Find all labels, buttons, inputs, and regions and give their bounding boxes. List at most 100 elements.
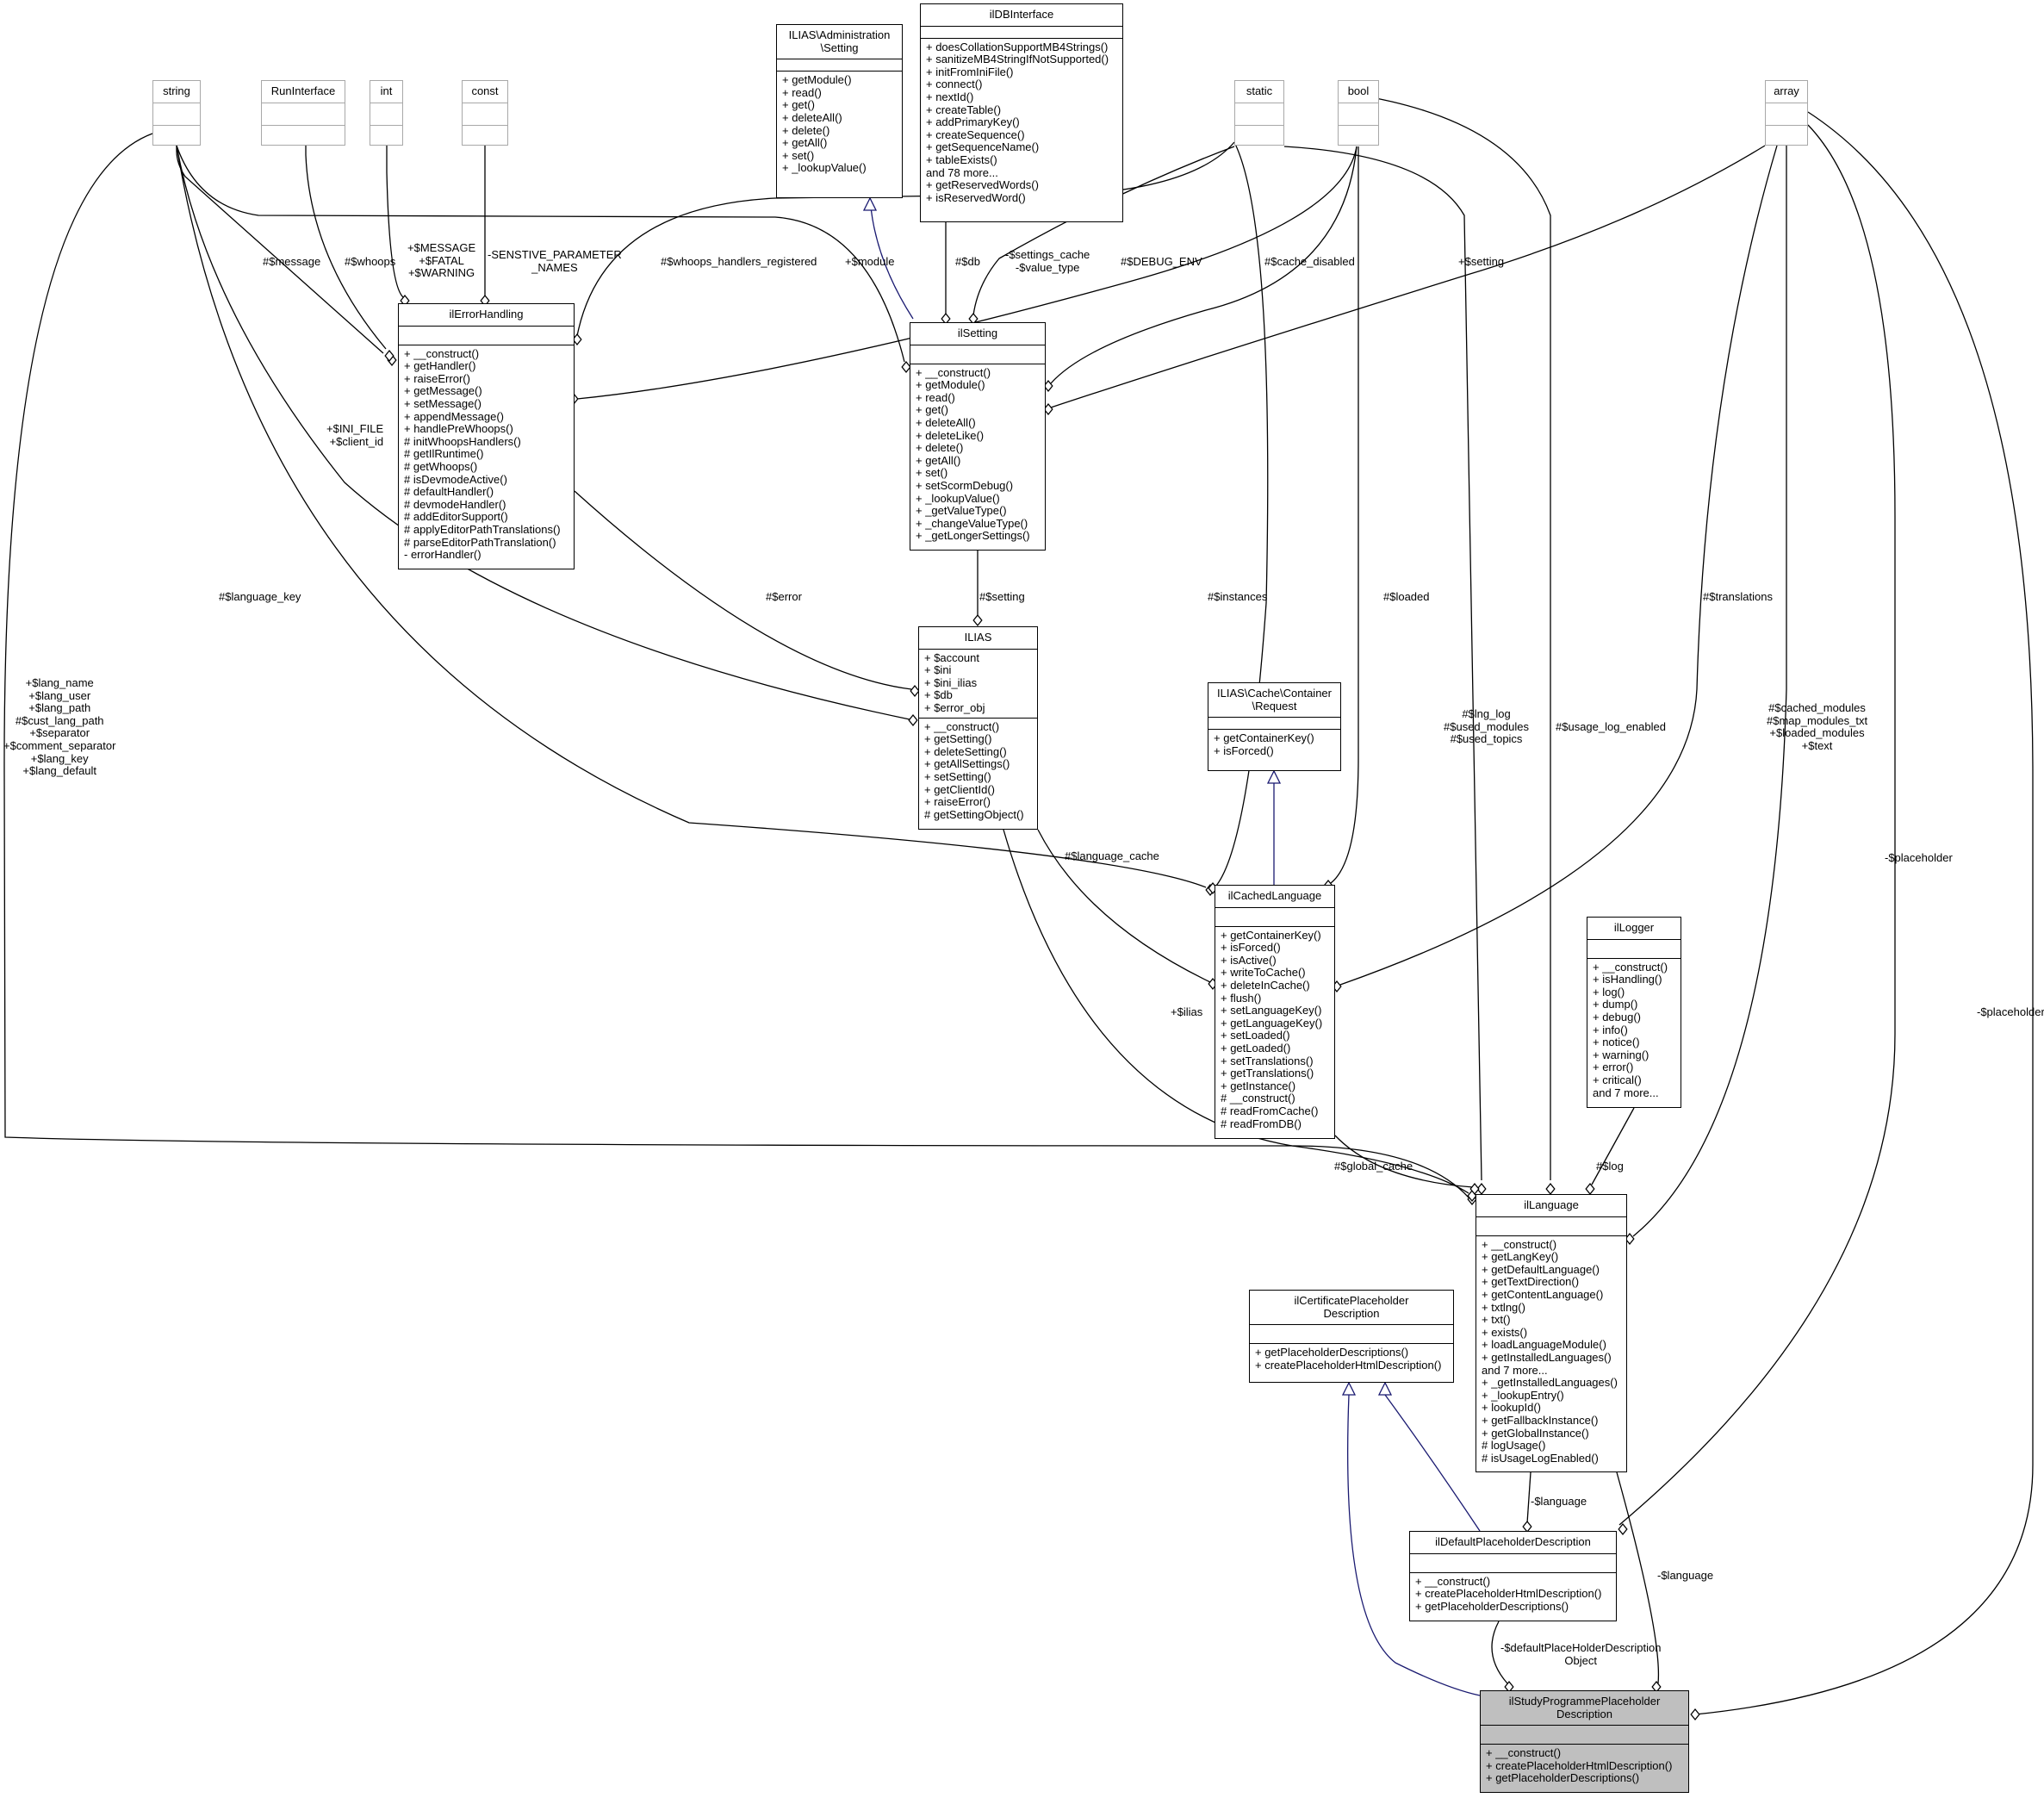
class-member: + getLangKey() [1482, 1250, 1559, 1264]
class-title: array [1774, 84, 1799, 97]
class-member: + getSetting() [924, 732, 992, 746]
class-ilstudyprogrammeplaceholderdescription[interactable]: ilStudyProgrammePlaceholder Description … [1480, 1690, 1689, 1793]
class-member: + getModule() [916, 378, 985, 392]
class-ilsetting[interactable]: ilSetting + __construct()+ getModule()+ … [910, 322, 1046, 551]
class-title: ILIAS [964, 631, 992, 644]
edge-static-errorhandling-whoops-registered [576, 141, 1235, 337]
class-methods [262, 124, 345, 147]
class-methods: + __construct()+ getLangKey()+ getDefaul… [1476, 1235, 1626, 1468]
class-member: + txt() [1482, 1313, 1511, 1327]
class-title: int [380, 84, 393, 97]
class-member: + $ini [924, 663, 952, 677]
class-ilias[interactable]: ILIAS + $account+ $ini+ $ini_ilias+ $db+… [918, 626, 1038, 830]
edge-label-message: #$message [263, 255, 321, 268]
class-member: + get() [916, 403, 948, 417]
class-member: # getIlRuntime() [404, 447, 484, 461]
class-member: + __construct() [924, 719, 1000, 733]
class-member: + _changeValueType() [916, 516, 1028, 530]
class-member: + getModule() [782, 73, 852, 87]
class-member: + createSequence() [926, 128, 1025, 141]
class-ildefaultplaceholderdescription[interactable]: ilDefaultPlaceholderDescription + __cons… [1409, 1531, 1617, 1621]
class-const[interactable]: const [462, 80, 508, 146]
class-member: + setMessage() [404, 396, 481, 410]
class-member: + isActive() [1221, 953, 1277, 967]
class-illogger[interactable]: ilLogger + __construct()+ isHandling()+ … [1587, 917, 1681, 1108]
class-ilias-cache-container-request[interactable]: ILIAS\Cache\Container \Request + getCont… [1208, 682, 1341, 771]
edge-inherit-certificate-defaultdesc-arrowhead [1377, 1381, 1393, 1396]
class-member: and 78 more... [926, 165, 998, 179]
edge-int-errorhandling-levels [386, 146, 404, 298]
class-member: + setSetting() [924, 769, 991, 783]
edge-static-ilsetting-settings-cache [972, 146, 1235, 316]
class-attributes [1235, 102, 1283, 125]
class-member: + __construct() [404, 346, 480, 360]
class-runinterface[interactable]: RunInterface [261, 80, 345, 146]
class-static[interactable]: static [1234, 80, 1284, 146]
edge-array-defaultdesc-placeholder [1618, 124, 1896, 1526]
edge-inherit-admin-setting-ilsetting [869, 197, 914, 320]
edge-label-translations: #$translations [1703, 590, 1773, 603]
class-member: + createPlaceholderHtmlDescription() [1486, 1758, 1673, 1772]
class-ildbinterface[interactable]: ilDBInterface + doesCollationSupportMB4S… [920, 3, 1123, 222]
class-member: + exists() [1482, 1325, 1528, 1339]
class-attributes [1250, 1324, 1453, 1343]
edge-label-setting-plus: +$setting [1458, 255, 1505, 268]
class-member: # logUsage() [1482, 1439, 1546, 1453]
class-member: + _lookupValue() [782, 161, 867, 175]
class-title: ILIAS\Cache\Container \Request [1217, 687, 1332, 712]
class-member: + getDefaultLanguage() [1482, 1262, 1600, 1276]
class-attributes [1208, 717, 1340, 729]
class-member: + getGlobalInstance() [1482, 1426, 1589, 1440]
class-member: + getAll() [782, 136, 828, 150]
edge-bool-illanguage-usage-log-diamond [1545, 1182, 1556, 1196]
class-attributes [1215, 906, 1334, 926]
edge-label-language-default: -$language [1531, 1495, 1587, 1508]
class-member: + _getInstalledLanguages() [1482, 1376, 1618, 1390]
class-title: ILIAS\Administration \Setting [788, 28, 891, 54]
class-member: # getSettingObject() [924, 807, 1024, 821]
edge-label-lang-fields: +$lang_name +$lang_user +$lang_path #$cu… [3, 676, 116, 778]
class-ilerrorhandling[interactable]: ilErrorHandling + __construct()+ getHand… [398, 303, 575, 569]
class-member: + getMessage() [404, 384, 482, 398]
class-member: # isDevmodeActive() [404, 472, 507, 486]
class-ilcertificateplaceholderdescription[interactable]: ilCertificatePlaceholder Description + g… [1249, 1290, 1454, 1383]
edge-defaultdesc-studydesc-object [1491, 1621, 1508, 1684]
class-ilias-administration-setting[interactable]: ILIAS\Administration \Setting + getModul… [776, 24, 903, 198]
edge-illanguage-defaultdesc-language [1526, 1471, 1531, 1524]
class-member: + _lookupValue() [916, 491, 1000, 505]
class-member: + getTextDirection() [1482, 1275, 1580, 1289]
class-bool[interactable]: bool [1338, 80, 1379, 146]
edge-label-message-fatal-warning: +$MESSAGE +$FATAL +$WARNING [407, 241, 476, 280]
edge-label-placeholder-default: -$placeholder [1885, 851, 1953, 864]
class-member: + set() [782, 148, 815, 162]
class-methods: + __construct()+ createPlaceholderHtmlDe… [1410, 1571, 1616, 1616]
class-string[interactable]: string [152, 80, 201, 146]
edge-array-ilsetting-setting [1050, 145, 1766, 408]
class-ilcachedlanguage[interactable]: ilCachedLanguage + getContainerKey()+ is… [1215, 885, 1335, 1139]
edge-label-whoops-handlers-registered: #$whoops_handlers_registered [661, 255, 817, 268]
edge-label-language-study: -$language [1657, 1569, 1714, 1582]
class-member: + delete() [782, 123, 830, 137]
class-member: + _getLongerSettings() [916, 529, 1030, 543]
class-attributes [1766, 102, 1807, 125]
edge-bool-ilsetting-cache-disabled [1050, 146, 1357, 384]
edge-label-debug-env: #$DEBUG_ENV [1121, 255, 1202, 268]
class-methods: + __construct()+ isHandling()+ log()+ du… [1587, 957, 1681, 1103]
edge-string-illanguage-lang-fields [3, 133, 1469, 1198]
class-attributes [1481, 1725, 1688, 1744]
edge-illanguage-studydesc-language [1616, 1471, 1660, 1684]
class-int[interactable]: int [370, 80, 403, 146]
edge-cachedlanguage-illanguage-global-cache-diamond [1469, 1182, 1480, 1196]
class-member: + setScormDebug() [916, 478, 1014, 492]
edge-runinterface-errorhandling-whoops-diamond [384, 349, 395, 363]
class-illanguage[interactable]: ilLanguage + __construct()+ getLangKey()… [1476, 1194, 1627, 1472]
class-array[interactable]: array [1765, 80, 1808, 146]
class-attributes [153, 102, 200, 125]
class-member: + createTable() [926, 103, 1002, 116]
class-member: + isReservedWord() [926, 190, 1026, 204]
class-title: const [471, 84, 499, 97]
edge-ilias-cachedlanguage-language-cache [1037, 829, 1211, 983]
class-member: + getContainerKey() [1221, 928, 1321, 942]
edge-inherit-cache-request-cachedlanguage-arrowhead [1266, 769, 1282, 784]
class-member: + initFromIniFile() [926, 65, 1014, 78]
